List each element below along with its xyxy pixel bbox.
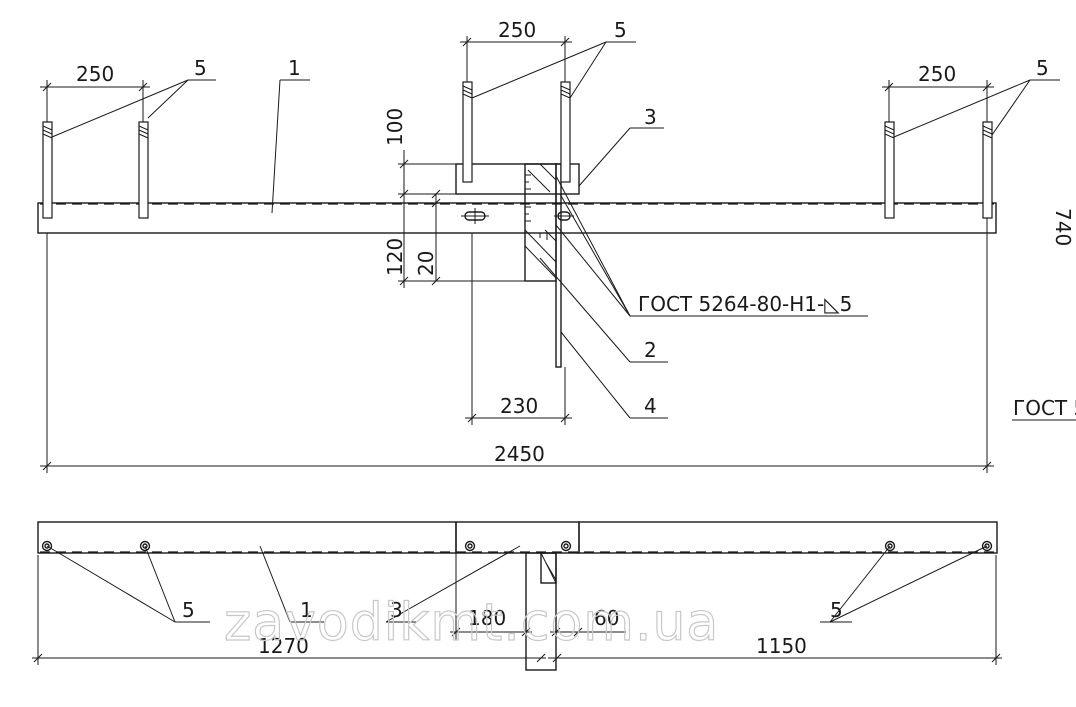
dim-740-label: 740: [1051, 208, 1075, 246]
callout-5-center: 5: [471, 18, 636, 99]
mounting-plate: [455, 163, 580, 195]
callout-5-bottom-left-label: 5: [182, 598, 195, 622]
dim-1270-label: 1270: [258, 634, 309, 658]
dim-20-label: 20: [414, 251, 438, 276]
dim-60: 60: [550, 553, 626, 640]
bottom-bolt-heads: [41, 540, 993, 552]
callout-1-bottom-label: 1: [300, 598, 313, 622]
dim-180-label: 180: [468, 606, 506, 630]
callout-3-bottom: 3: [385, 545, 521, 623]
dim-2450-label: 2450: [494, 442, 545, 466]
main-beam: [37, 202, 997, 234]
callout-5-bottom-right-label: 5: [830, 598, 843, 622]
beam-right-segment: [578, 521, 998, 554]
dim-1150-label: 1150: [756, 634, 807, 658]
callout-4: 4: [560, 331, 668, 419]
dim-100-label: 100: [383, 108, 407, 146]
weld-callout: ГОСТ 5264-80-Н1-◺5: [555, 175, 868, 317]
callout-3-top: 3: [578, 105, 664, 187]
beam-left-segment: [37, 521, 457, 554]
watermark: zavodikmt.com.ua: [224, 593, 719, 653]
callout-5-left: 5: [51, 56, 216, 138]
bracket-plate: [524, 163, 557, 282]
dim-vertical-plate: 100: [383, 108, 456, 208]
callout-5-right: 5: [893, 56, 1060, 138]
threaded-rods: [42, 81, 993, 219]
bracket-ticks: [525, 174, 548, 240]
callout-5-bottom-right: 5: [820, 545, 988, 623]
dim-180: 180: [450, 553, 532, 670]
callout-5-right-label: 5: [1036, 56, 1049, 80]
callout-4-label: 4: [644, 394, 657, 418]
dim-right-bolt-spacing: 250: [882, 62, 994, 122]
dim-1150: 1150: [548, 555, 1002, 665]
callout-5-left-label: 5: [194, 56, 207, 80]
callout-5-center-label: 5: [614, 18, 627, 42]
callout-2-label: 2: [644, 338, 657, 362]
dim-left-bolt-spacing: 250: [40, 62, 150, 122]
long-rod: [555, 163, 562, 368]
dim-1270: 1270: [32, 555, 546, 665]
bottom-view: 5 1 3 5 180: [32, 521, 1002, 671]
callout-1-bottom: 1: [259, 545, 324, 623]
callout-1-top-label: 1: [288, 56, 301, 80]
dim-overall-length: 2450: [40, 218, 994, 473]
callout-3-top-label: 3: [644, 105, 657, 129]
callout-5-bottom-left: 5: [46, 545, 210, 623]
weld-note-cut: ГОСТ 5: [1013, 396, 1076, 420]
callout-3-bottom-label: 3: [390, 598, 403, 622]
dim-120-label: 120: [383, 238, 407, 276]
dim-250-left-label: 250: [76, 62, 114, 86]
bracket-hatch: [524, 163, 557, 279]
callout-2: 2: [539, 257, 668, 363]
callout-1-top: 1: [271, 56, 310, 214]
weld-note: ГОСТ 5264-80-Н1-◺5: [638, 292, 852, 316]
dim-vertical-offsets: 120 20: [383, 189, 525, 288]
dim-250-center-label: 250: [498, 18, 536, 42]
dim-center-bolt-spacing: 250: [460, 18, 572, 82]
dim-250-right-label: 250: [918, 62, 956, 86]
dim-60-label: 60: [594, 606, 619, 630]
top-view: 250 250 250 100: [37, 18, 1076, 473]
dim-plate-width: 230: [465, 233, 572, 425]
dim-230-label: 230: [500, 394, 538, 418]
